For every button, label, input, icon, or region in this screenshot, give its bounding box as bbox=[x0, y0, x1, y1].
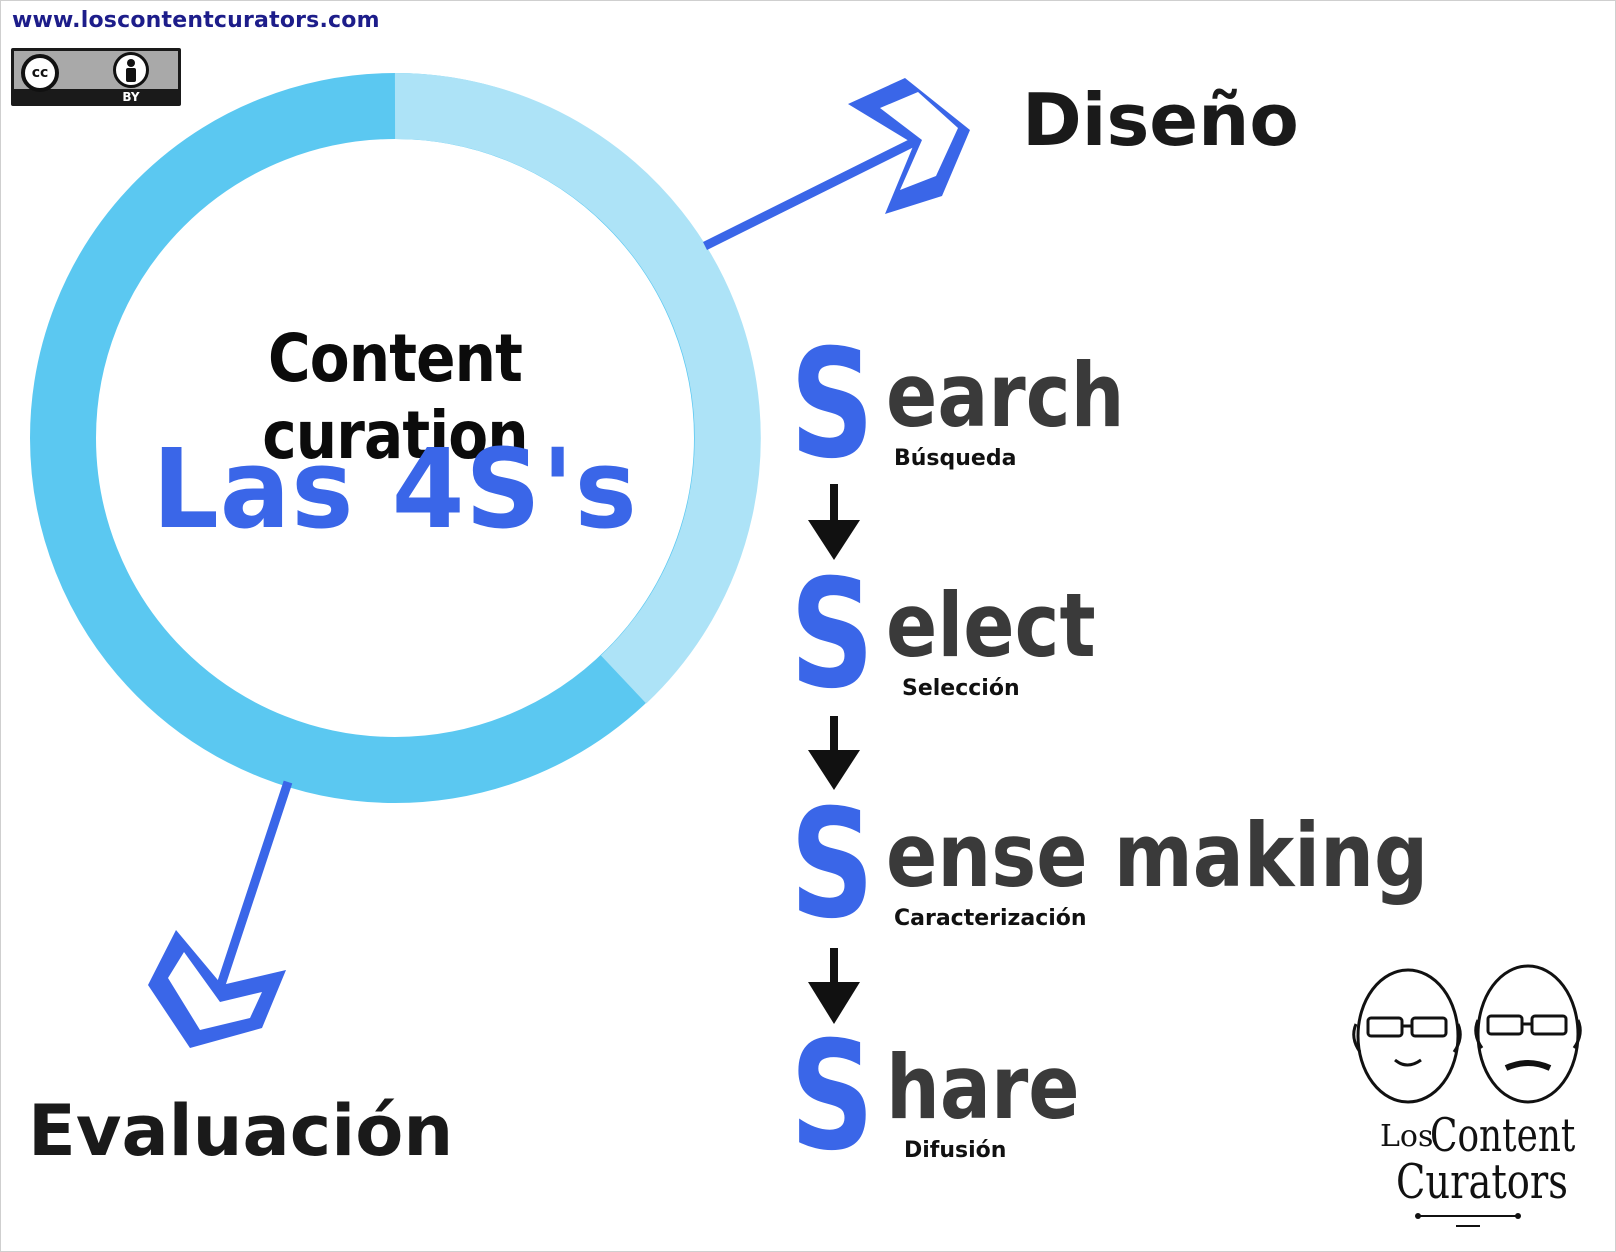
step-word: elect bbox=[886, 574, 1096, 677]
chevron-gap-2 bbox=[168, 952, 262, 1030]
attribution-icon bbox=[113, 52, 149, 88]
logo-word-content: Content bbox=[1430, 1108, 1576, 1162]
double-chevron-down-icon bbox=[148, 930, 286, 1048]
step-initial: S bbox=[790, 778, 875, 952]
flow-arrow-1 bbox=[808, 484, 860, 560]
site-url[interactable]: www.loscontentcurators.com bbox=[12, 8, 380, 33]
step-translation: Búsqueda bbox=[894, 446, 1017, 471]
step-word: ense making bbox=[886, 804, 1429, 907]
flow-arrow-2 bbox=[808, 716, 860, 790]
logo-underline bbox=[1415, 1213, 1521, 1227]
chevron-gap bbox=[880, 92, 958, 190]
ring-light-arc bbox=[394, 72, 761, 704]
logo-word-los: Los bbox=[1380, 1119, 1434, 1154]
step-translation: Caracterización bbox=[894, 906, 1087, 931]
cc-icon: cc bbox=[21, 54, 59, 92]
arrow-to-diseno bbox=[702, 135, 921, 251]
logo-word-curators: Curators bbox=[1396, 1154, 1568, 1210]
step-initial: S bbox=[790, 318, 875, 492]
curator-face-right-icon bbox=[1474, 964, 1582, 1104]
step-initial: S bbox=[790, 548, 875, 722]
branch-label-evaluacion: Evaluación bbox=[28, 1090, 454, 1172]
curator-face-left-icon bbox=[1352, 968, 1462, 1104]
by-label: BY bbox=[122, 90, 140, 104]
step-translation: Difusión bbox=[904, 1138, 1007, 1163]
step-initial: S bbox=[790, 1010, 875, 1184]
step-translation: Selección bbox=[902, 676, 1020, 701]
diagram-title: Content curation bbox=[262, 320, 528, 474]
diagram-subtitle: Las 4S's bbox=[152, 425, 638, 553]
cc-by-license-badge[interactable]: cc BY bbox=[11, 48, 181, 106]
flow-arrow-3 bbox=[808, 948, 860, 1024]
arrow-to-evaluacion bbox=[205, 780, 293, 1020]
branch-label-diseno: Diseño bbox=[1022, 78, 1299, 162]
step-word: earch bbox=[886, 344, 1125, 447]
step-word: hare bbox=[886, 1036, 1080, 1139]
